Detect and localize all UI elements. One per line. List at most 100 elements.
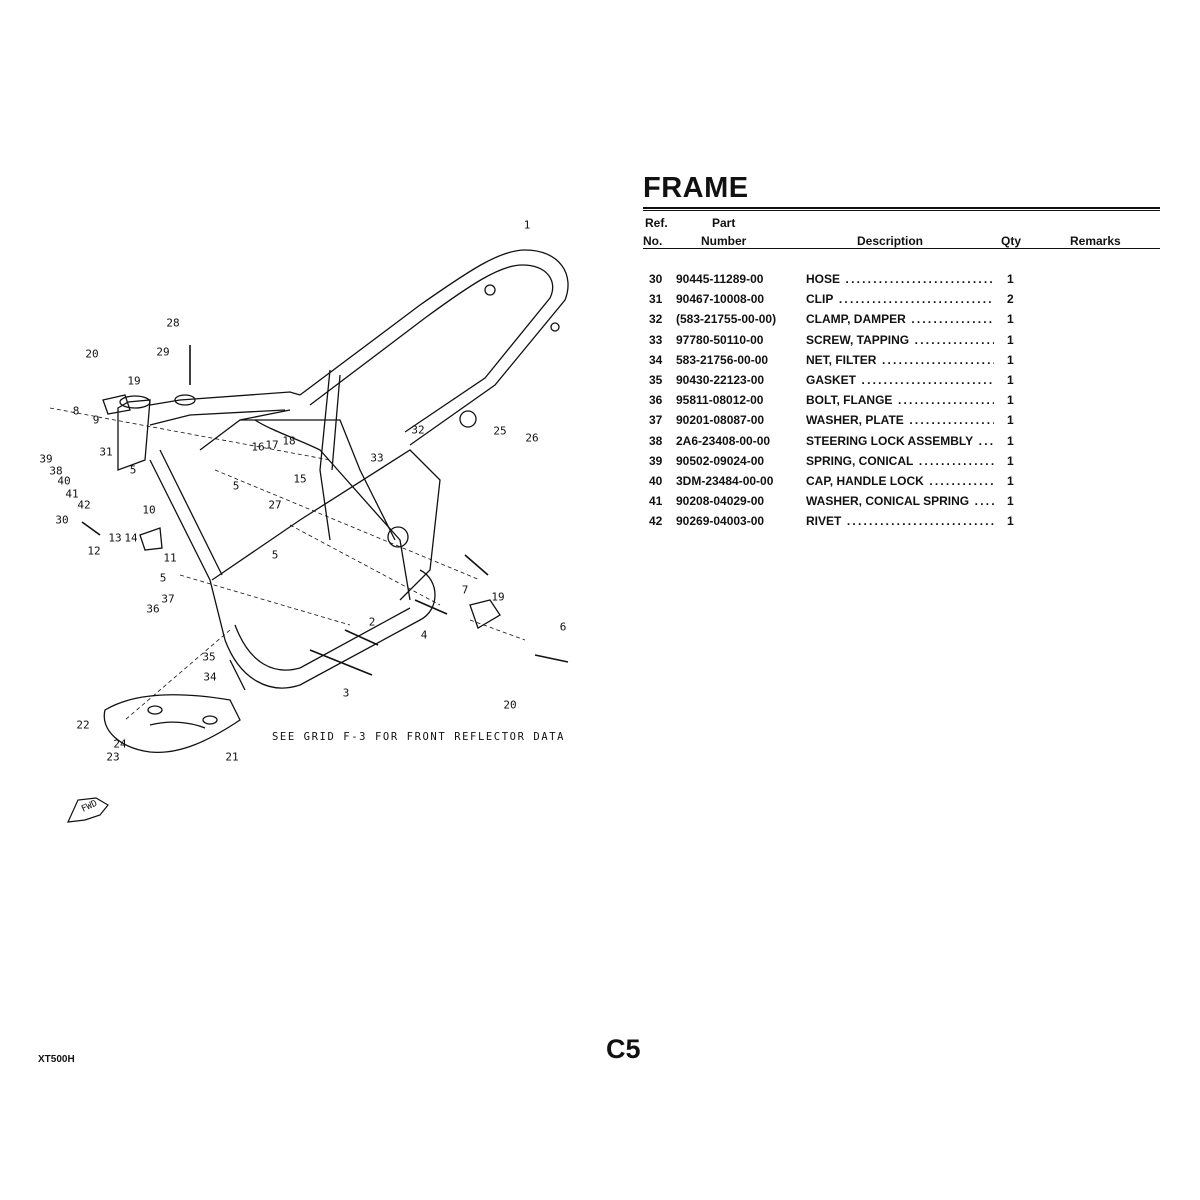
callout-label: 5	[159, 571, 167, 585]
callout-label: 18	[282, 434, 296, 448]
callout-label: 33	[370, 451, 384, 465]
callout-label: 11	[163, 551, 177, 565]
ref-no: 32	[649, 312, 663, 327]
part-number: 90445-11289-00	[676, 272, 764, 286]
part-number: 90502-09024-00	[676, 453, 765, 468]
ref-no: 39	[649, 453, 663, 468]
callout-label: 26	[525, 431, 539, 445]
fwd-label: FWD	[80, 799, 99, 815]
col-ref-line1: Ref.	[645, 216, 668, 230]
callout-label: 7	[461, 583, 469, 597]
description: RIVET ..................................…	[806, 514, 994, 529]
table-row: 32(583-21755-00-00)CLAMP, DAMPER .......…	[643, 312, 1163, 332]
ref-no: 36	[649, 393, 663, 408]
frame-drawing: FWD	[49, 249, 569, 823]
header-rule	[643, 248, 1160, 249]
quantity: 1	[1007, 474, 1014, 488]
description: CAP, HANDLE LOCK .......................…	[806, 474, 994, 488]
callout-label: 14	[124, 531, 138, 545]
callout-label: 3	[342, 686, 350, 700]
ref-no: 34	[649, 352, 663, 367]
callout-label: 42	[77, 498, 91, 512]
diagram-note: SEE GRID F-3 FOR FRONT REFLECTOR DATA	[272, 731, 566, 743]
callout-label: 41	[65, 487, 79, 501]
col-qty: Qty	[1001, 234, 1022, 248]
callout-label: 5	[129, 463, 137, 477]
callout-label: 5	[232, 479, 240, 493]
callout-label: 1	[523, 218, 531, 232]
description: SCREW, TAPPING .........................…	[806, 332, 994, 347]
col-description: Description	[857, 234, 924, 248]
table-row: 34 583-21756-00-00 NET, FILTER ...........…	[643, 353, 1163, 373]
part-number: 90467-10008-00	[676, 292, 765, 307]
ref-no: 40	[649, 474, 663, 488]
table-row: 35 90430-22123-00 GASKET .................…	[643, 373, 1163, 393]
callout-label: 32	[411, 423, 425, 437]
callout-label: 20	[85, 347, 99, 361]
callout-label: 5	[271, 548, 279, 562]
quantity: 1	[1007, 433, 1014, 448]
description: WASHER, PLATE ..........................…	[806, 413, 994, 428]
callout-label: 34	[203, 670, 217, 684]
callout-label: 24	[113, 737, 127, 751]
callout-label: 36	[146, 602, 160, 616]
part-number: 3DM-23484-00-00	[676, 474, 774, 488]
quantity: 1	[1007, 312, 1014, 327]
part-number: (583-21755-00-00)	[676, 312, 777, 327]
ref-no: 41	[649, 494, 663, 509]
part-number: 2A6-23408-00-00	[676, 433, 771, 448]
col-remarks: Remarks	[1070, 234, 1121, 248]
ref-no: 35	[649, 373, 663, 387]
description: HOSE ...................................…	[806, 272, 994, 286]
callout-label: 30	[55, 513, 69, 527]
callout-label: 35	[202, 650, 216, 664]
callout-label: 25	[493, 424, 507, 438]
quantity: 1	[1007, 393, 1014, 408]
description: GASKET .................................…	[806, 373, 994, 387]
table-row: 40 3DM-23484-00-00 CAP, HANDLE LOCK ......…	[643, 474, 1163, 494]
callout-label: 13	[108, 531, 122, 545]
model-code: XT500H	[38, 1054, 75, 1065]
page-number: C5	[606, 1034, 641, 1064]
callout-label: 37	[161, 592, 175, 606]
part-number: 90208-04029-00	[676, 494, 765, 509]
part-number: 90430-22123-00	[676, 373, 765, 387]
col-part-line1: Part	[712, 216, 736, 230]
ref-no: 31	[649, 292, 663, 307]
callout-label: 16	[251, 440, 265, 454]
title-rule	[643, 207, 1160, 211]
callout-label: 31	[99, 445, 113, 459]
callout-label: 12	[87, 544, 101, 558]
callout-label: 9	[92, 413, 100, 427]
page-title: FRAME	[643, 172, 749, 204]
callout-label: 19	[127, 374, 141, 388]
callout-label: 20	[503, 698, 517, 712]
callout-label: 39	[39, 452, 53, 466]
callout-label: 29	[156, 345, 170, 359]
callout-label: 2	[368, 615, 376, 629]
quantity: 1	[1007, 453, 1014, 468]
callout-label: 6	[559, 620, 567, 634]
callout-label: 10	[142, 503, 156, 517]
quantity: 1	[1007, 332, 1014, 347]
callout-label: 15	[293, 472, 307, 486]
col-ref-line2: No.	[643, 234, 663, 248]
description: NET, FILTER ............................…	[806, 352, 994, 367]
callout-label: 22	[76, 718, 90, 732]
callout-label: 38	[49, 464, 63, 478]
ref-no: 30	[649, 272, 663, 286]
part-number: 90201-08087-00	[676, 413, 765, 428]
callout-label: 40	[57, 474, 71, 488]
part-number: 583-21756-00-00	[676, 352, 769, 367]
quantity: 1	[1007, 272, 1014, 286]
part-number: 90269-04003-00	[676, 514, 765, 529]
quantity: 1	[1007, 413, 1014, 428]
